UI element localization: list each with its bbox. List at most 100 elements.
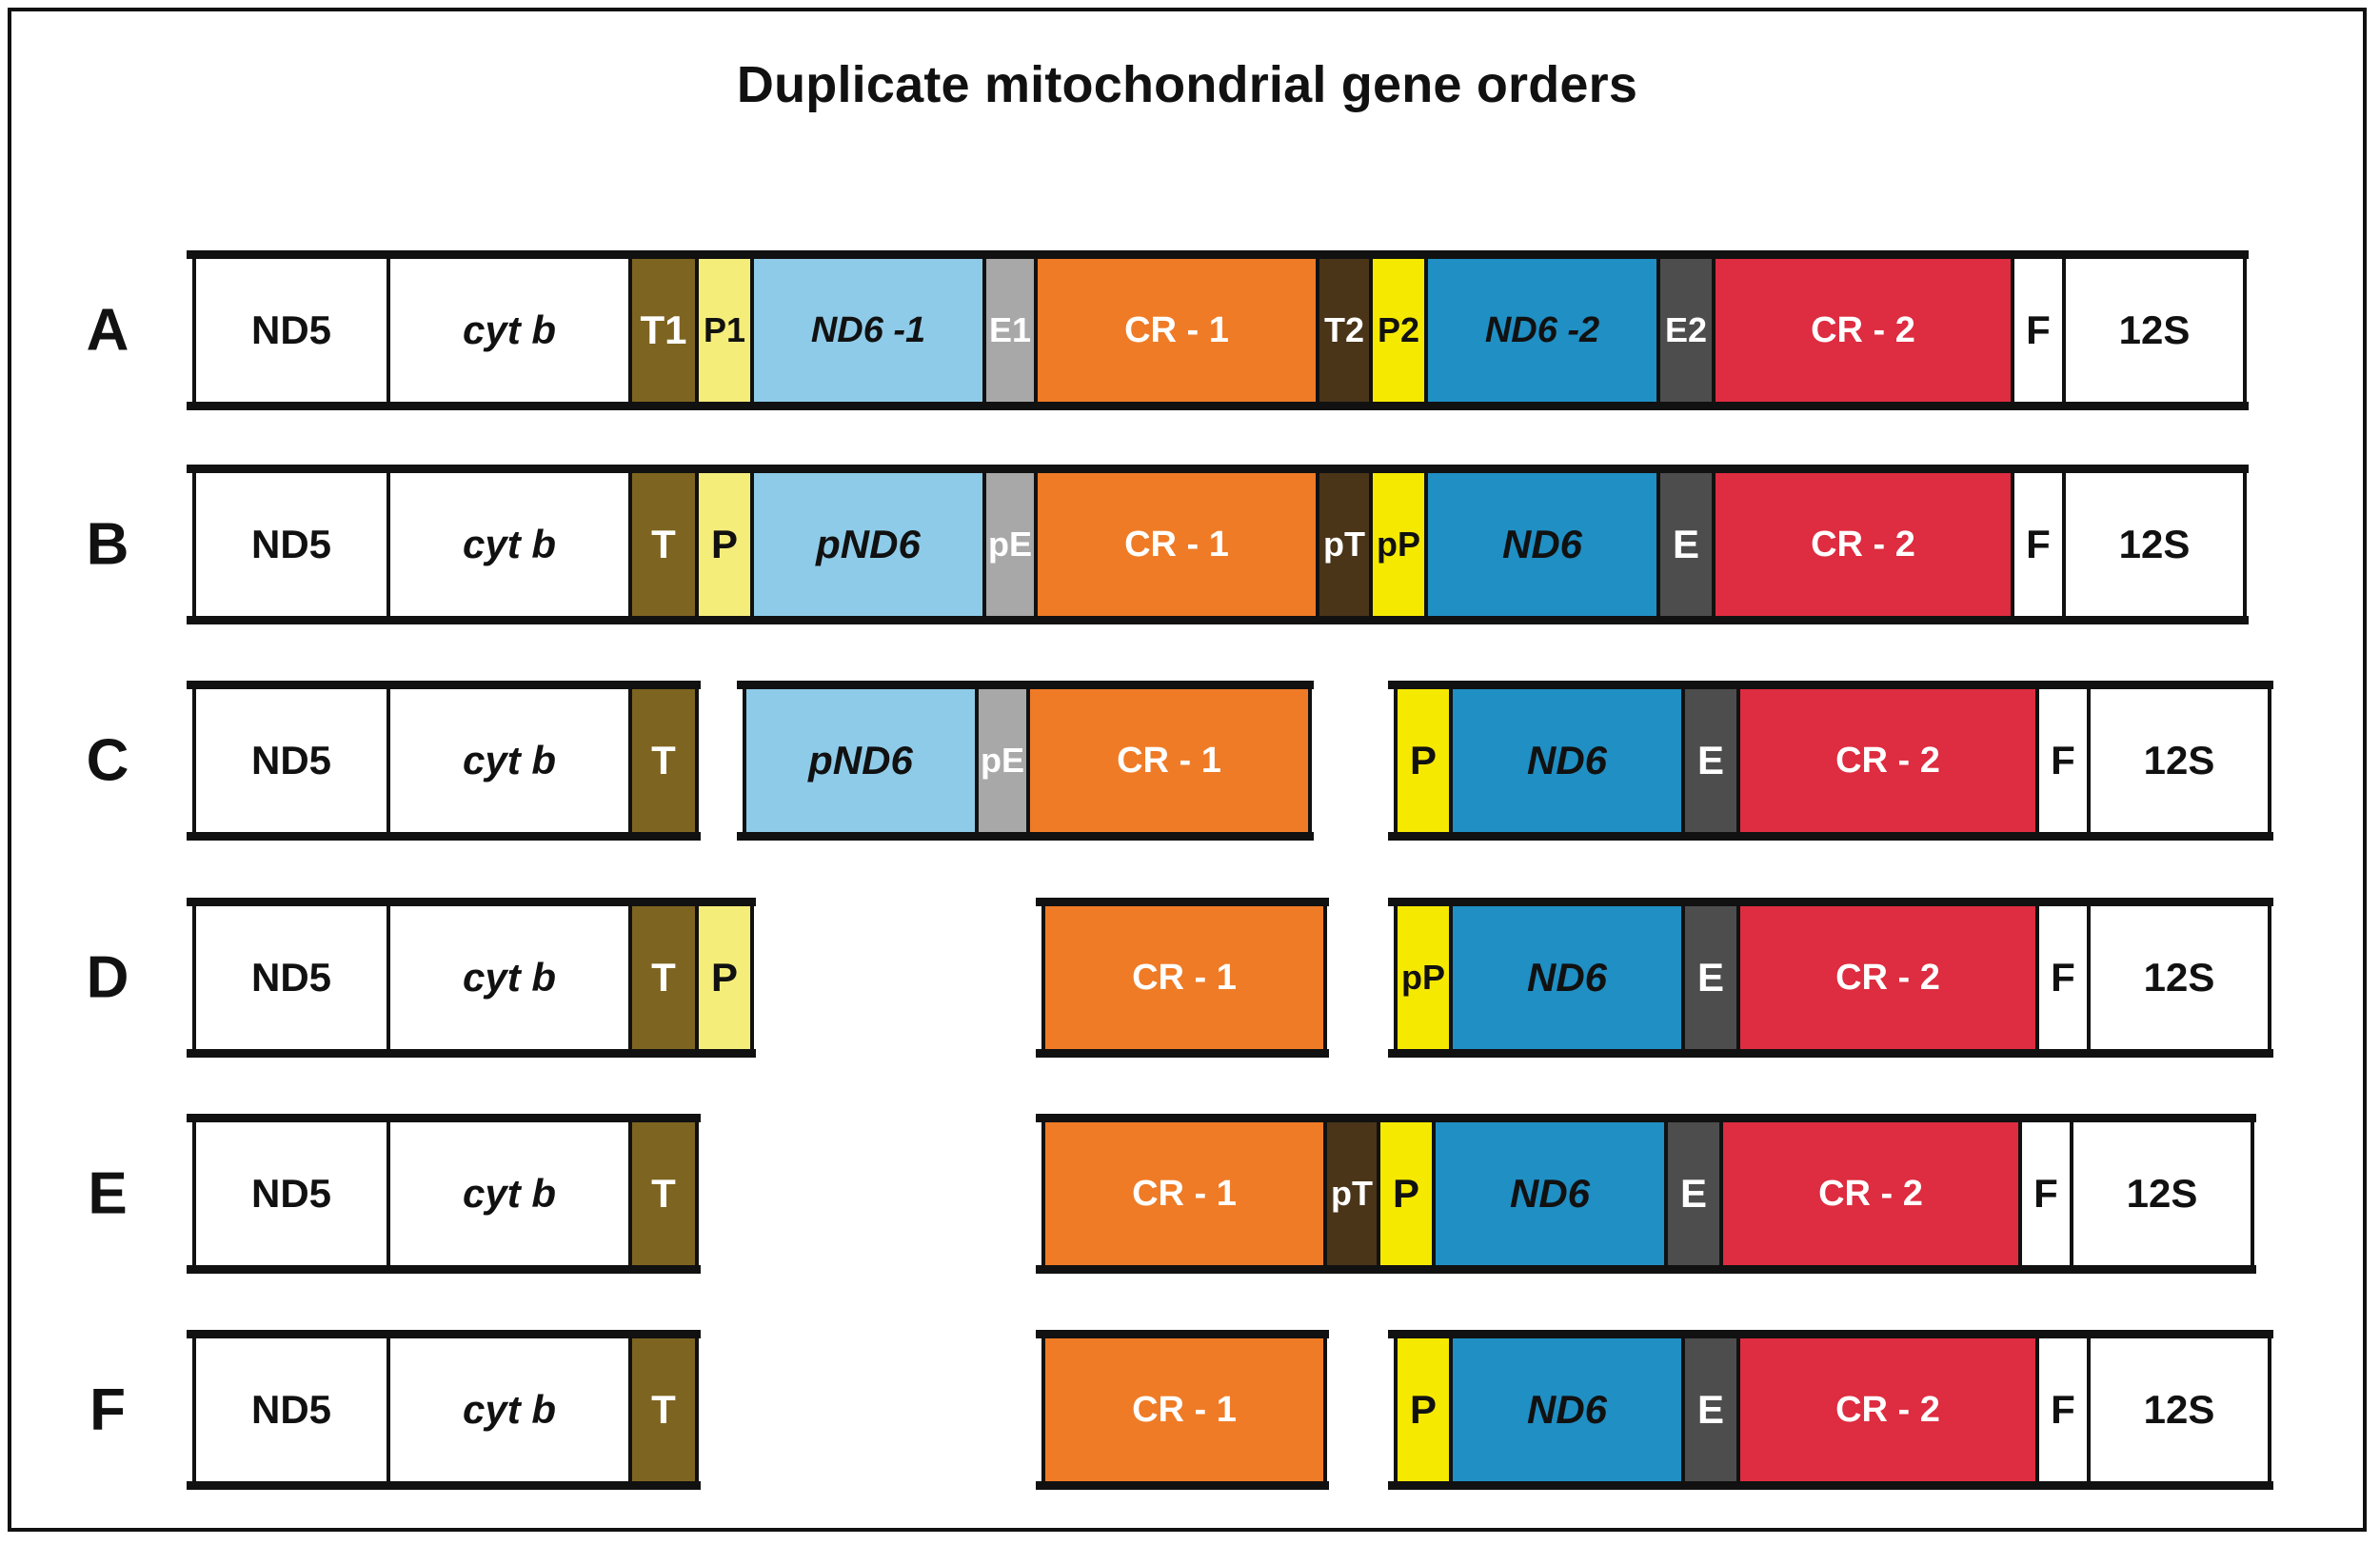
gene-box-cyt-b: cyt b: [387, 259, 632, 402]
gene-box-nd6: ND6: [1449, 689, 1685, 832]
gene-box-cr-2: CR - 2: [1712, 473, 2014, 616]
gene-label: cyt b: [462, 307, 557, 352]
gene-box-12s: 12S: [2087, 906, 2271, 1049]
gene-box-cyt-b: cyt b: [387, 1122, 632, 1265]
gene-label: pP: [1400, 958, 1445, 997]
gene-label: CR - 2: [1811, 525, 1915, 565]
row-label-c: C: [86, 727, 129, 794]
gene-box-12s: 12S: [2062, 473, 2247, 616]
gene-box-p2: P2: [1369, 259, 1428, 402]
gene-label: CR - 2: [1835, 741, 1940, 781]
gene-box-nd5: ND5: [192, 473, 390, 616]
gene-box-12s: 12S: [2070, 1122, 2254, 1265]
gene-box-f: F: [2035, 906, 2091, 1049]
page-title: Duplicate mitochondrial gene orders: [736, 56, 1638, 113]
gene-segment: CR - 1: [1036, 1330, 1329, 1490]
gene-label: 12S: [2143, 955, 2215, 1000]
gene-box-pnd6: pND6: [750, 473, 986, 616]
gene-box-t: T: [628, 1338, 699, 1481]
gene-label: pT: [1331, 1174, 1373, 1213]
gene-segment: ND5 cyt b T: [187, 681, 701, 841]
gene-label: F: [2033, 1171, 2058, 1216]
gene-box-e: E: [1664, 1122, 1723, 1265]
gene-label: E: [1696, 1387, 1724, 1432]
gene-label: CR - 2: [1835, 1390, 1940, 1430]
gene-box-pe: pE: [975, 689, 1030, 832]
gene-box-cr-1: CR - 1: [1034, 259, 1319, 402]
gene-label: CR - 2: [1818, 1174, 1923, 1214]
gene-label: T: [651, 1387, 676, 1432]
gene-label: 12S: [2118, 307, 2191, 352]
gene-box-nd6-1: ND6 -1: [750, 259, 986, 402]
gene-label: CR - 1: [1124, 310, 1229, 350]
gene-label: T: [651, 1171, 676, 1216]
gene-label: P: [1409, 1387, 1437, 1432]
gene-label: F: [2026, 522, 2051, 566]
gene-box-12s: 12S: [2062, 259, 2247, 402]
gene-label: T: [651, 738, 676, 782]
figure-frame: Duplicate mitochondrial gene orders A ND5…: [8, 8, 2367, 1532]
gene-label: 12S: [2143, 1387, 2215, 1432]
gene-label: 12S: [2143, 738, 2215, 782]
gene-label: cyt b: [462, 1387, 557, 1432]
gene-label: ND6: [1526, 955, 1608, 1000]
gene-label: E: [1679, 1171, 1707, 1216]
gene-box-pp: pP: [1369, 473, 1428, 616]
gene-label: E2: [1664, 310, 1708, 349]
gene-label: E1: [988, 310, 1032, 349]
row-label-d: D: [86, 944, 129, 1011]
gene-label: cyt b: [462, 522, 557, 566]
gene-label: cyt b: [462, 738, 557, 782]
gene-box-t1: T1: [628, 259, 699, 402]
gene-label: P: [1409, 738, 1437, 782]
gene-box-f: F: [2035, 689, 2091, 832]
gene-box-e1: E1: [982, 259, 1038, 402]
row-label-a: A: [86, 297, 129, 364]
gene-box-f: F: [2011, 259, 2066, 402]
gene-box-p: P: [1377, 1122, 1436, 1265]
gene-label: cyt b: [462, 1171, 557, 1216]
gene-box-cr-2: CR - 2: [1712, 259, 2014, 402]
gene-segment: CR - 1: [1036, 898, 1329, 1058]
gene-label: F: [2051, 955, 2075, 1000]
gene-box-cr-1: CR - 1: [1041, 906, 1327, 1049]
gene-label: cyt b: [462, 955, 557, 1000]
gene-label: ND5: [250, 738, 332, 782]
gene-box-pnd6: pND6: [743, 689, 979, 832]
gene-label: T2: [1323, 310, 1364, 349]
gene-label: ND6 -2: [1484, 310, 1600, 350]
gene-label: ND5: [250, 522, 332, 566]
gene-box-cyt-b: cyt b: [387, 1338, 632, 1481]
gene-box-nd6: ND6: [1449, 1338, 1685, 1481]
gene-box-pt: pT: [1323, 1122, 1380, 1265]
gene-label: T: [651, 955, 676, 1000]
gene-label: ND6: [1526, 738, 1608, 782]
gene-box-e: E: [1656, 473, 1716, 616]
gene-box-nd5: ND5: [192, 1338, 390, 1481]
gene-box-e: E: [1681, 689, 1740, 832]
gene-box-cr-1: CR - 1: [1041, 1122, 1327, 1265]
gene-label: CR - 1: [1132, 1390, 1237, 1430]
gene-box-p: P: [695, 906, 754, 1049]
gene-label: pE: [987, 525, 1032, 564]
gene-label: ND6: [1509, 1171, 1591, 1216]
gene-label: pE: [980, 741, 1024, 780]
gene-segment: P ND6 E CR - 2 F 12S: [1388, 681, 2273, 841]
gene-box-e: E: [1681, 1338, 1740, 1481]
gene-label: F: [2051, 738, 2075, 782]
gene-box-cyt-b: cyt b: [387, 906, 632, 1049]
gene-box-pe: pE: [982, 473, 1038, 616]
gene-label: T: [651, 522, 676, 566]
gene-label: 12S: [2126, 1171, 2198, 1216]
gene-label: E: [1672, 522, 1699, 566]
gene-box-cr-2: CR - 2: [1736, 689, 2039, 832]
gene-label: CR - 1: [1124, 525, 1229, 565]
gene-box-nd5: ND5: [192, 259, 390, 402]
gene-label: ND6: [1501, 522, 1583, 566]
